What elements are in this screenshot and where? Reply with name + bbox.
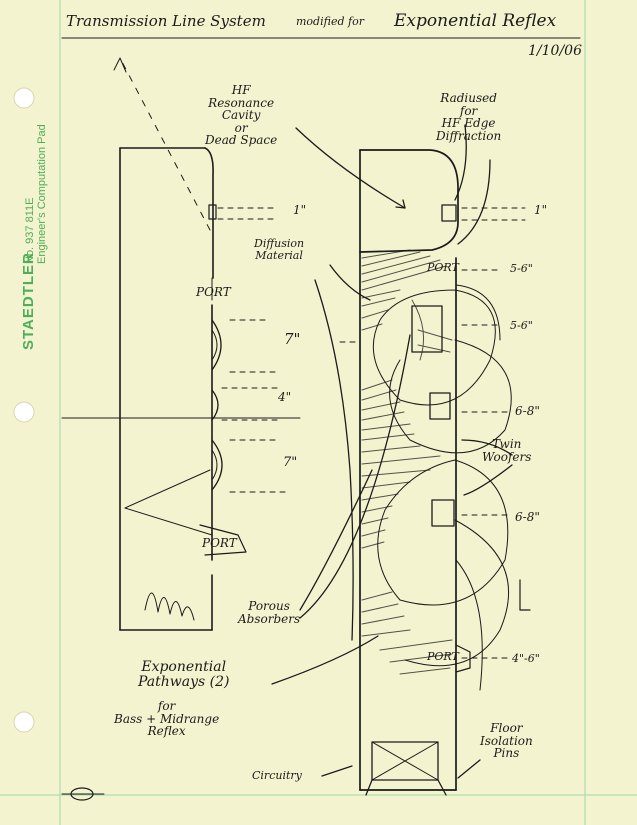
label-diffusion-material: Diffusion Material (254, 237, 305, 262)
dim-right-4: 6-8" (515, 404, 540, 418)
label-port-right-top: PORT (427, 261, 459, 274)
dim-left-1: 1" (293, 203, 307, 217)
label-port-left-bottom: PORT (202, 536, 237, 550)
label-twin-woofers: Twin Woofers (482, 437, 532, 464)
binder-holes (13, 87, 35, 733)
copyright-mark (61, 787, 105, 801)
label-exponential-pathways: Exponential Pathways (2) (138, 659, 230, 690)
title-left: Transmission Line System (66, 12, 266, 30)
title-mid: modified for (296, 15, 364, 28)
dim-left-2: 7" (284, 330, 301, 348)
dim-right-6: 4"-6" (512, 652, 540, 665)
label-floor-pins: Floor Isolation Pins (480, 721, 533, 761)
side-view-cabinet (61, 57, 301, 631)
title-right: Exponential Reflex (394, 11, 557, 31)
leader-lines (271, 124, 513, 779)
dim-left-3: 4" (278, 390, 292, 404)
label-bass-midrange: for Bass + Midrange Reflex (114, 699, 220, 739)
dim-right-3: 5-6" (510, 319, 533, 332)
label-hf-cavity: HF Resonance Cavity or Dead Space (205, 83, 278, 148)
label-porous-absorbers: Porous Absorbers (238, 599, 301, 626)
label-port-left-top: PORT (196, 285, 231, 299)
brand-logo: STAEDTLER (20, 252, 37, 350)
label-radiused: Radiused for HF Edge Diffraction (436, 91, 502, 143)
dim-left-4: 7" (283, 455, 298, 470)
pad-product-number: No. 937 811E (24, 197, 36, 264)
dim-right-1: 1" (534, 203, 548, 217)
section-view-cabinet (339, 149, 531, 796)
label-port-right-bottom: PORT (427, 650, 459, 663)
pad-product-name: Engineer's Computation Pad (36, 124, 48, 264)
label-circuitry: Circuitry (252, 769, 302, 782)
dim-right-5: 6-8" (515, 510, 540, 524)
pad-product-info: No. 937 811E Engineer's Computation Pad (24, 124, 48, 264)
date: 1/10/06 (528, 43, 582, 59)
dim-right-2: 5-6" (510, 262, 533, 275)
diffusion-hatching (361, 249, 453, 675)
